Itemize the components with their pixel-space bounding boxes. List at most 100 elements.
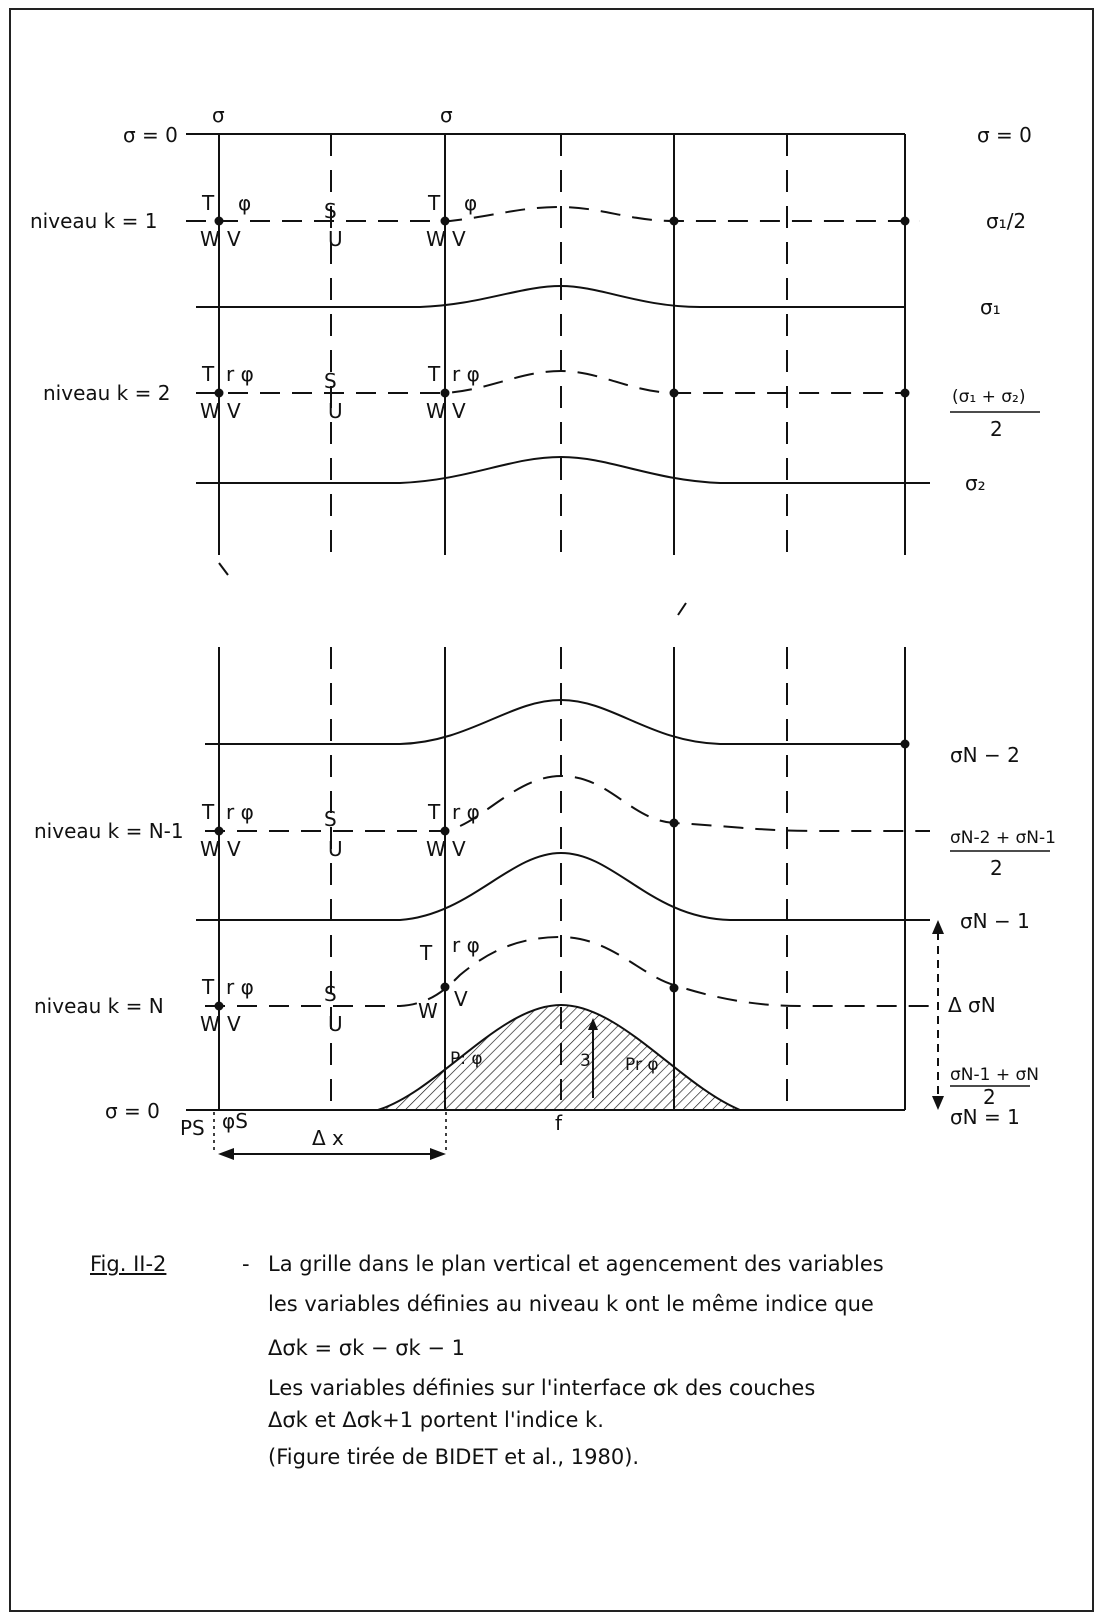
mountain-pr-label: Pr φ: [625, 1055, 659, 1075]
arrow-head: [932, 1096, 944, 1110]
fraction-denominator: 2: [990, 856, 1003, 880]
var-rphi: r φ: [452, 933, 480, 957]
level-k1-line: [186, 205, 920, 222]
mountain-p-label: P: φ: [450, 1049, 483, 1069]
grid-point: [440, 216, 450, 226]
grid-point: [669, 983, 679, 993]
var-rphi: r φ: [226, 975, 254, 999]
var-U: U: [328, 1012, 343, 1036]
caption-line-2: les variables définies au niveau k ont l…: [268, 1292, 874, 1316]
interface-sigmaN1-line: [196, 851, 930, 921]
figure-number: Fig. II-2: [90, 1252, 167, 1276]
var-W: W: [200, 837, 220, 861]
var-W: W: [200, 399, 220, 423]
var-rphi: r φ: [226, 800, 254, 824]
interface-sigmaN2-label: σN − 2: [950, 743, 1020, 767]
break-mark: [677, 602, 687, 616]
level-kN1-line: [205, 774, 930, 832]
arrow-head: [932, 920, 944, 934]
level-kN-line: [205, 935, 930, 1007]
var-T: T: [427, 800, 441, 824]
arrow-head: [430, 1148, 446, 1160]
top-left-sigma0: σ = 0: [123, 123, 178, 147]
interface-sigma1-label: σ₁: [980, 295, 1001, 319]
interface-sigmaN-label: σN = 1: [950, 1105, 1020, 1129]
var-phi: φ: [238, 191, 251, 215]
var-phi: φ: [464, 191, 477, 215]
interface-sigmaN2-line: [205, 698, 905, 745]
var-V: V: [227, 227, 241, 251]
upper-columns: [218, 134, 906, 555]
grid-point: [669, 818, 679, 828]
level-k1-label: niveau k = 1: [30, 209, 157, 233]
grid-point: [440, 982, 450, 992]
grid-point: [214, 826, 224, 836]
var-V: V: [227, 1012, 241, 1036]
var-V: V: [454, 987, 468, 1011]
break-mark: [218, 562, 229, 576]
var-W: W: [200, 227, 220, 251]
caption-line-4: Les variables définies sur l'interface σ…: [268, 1376, 816, 1400]
var-V: V: [227, 837, 241, 861]
level-k2-line: [196, 369, 905, 394]
var-T: T: [201, 975, 215, 999]
grid-point: [440, 826, 450, 836]
var-S: S: [324, 982, 337, 1006]
level-kN-label: niveau k = N: [34, 994, 164, 1018]
ps-label: PS: [180, 1116, 205, 1140]
caption-line-1: La grille dans le plan vertical et agenc…: [268, 1252, 884, 1276]
upper-grid-points: [214, 216, 910, 398]
var-V: V: [452, 399, 466, 423]
var-T: T: [427, 191, 441, 215]
caption-line-6: (Figure tirée de BIDET et al., 1980).: [268, 1445, 640, 1469]
var-T: T: [201, 191, 215, 215]
var-rphi: r φ: [452, 362, 480, 386]
grid-point: [214, 216, 224, 226]
column-sigma-label: σ: [212, 103, 225, 127]
phis-label: φS: [222, 1109, 248, 1133]
var-T: T: [201, 800, 215, 824]
column-sigma-label: σ: [440, 103, 453, 127]
level-k2-sigma-num: (σ₁ + σ₂): [952, 387, 1026, 407]
interface-sigma1-line: [196, 284, 905, 308]
bottom-fraction-num: σN-1 + σN: [950, 1065, 1039, 1085]
fraction-denominator: 2: [983, 1085, 996, 1109]
var-U: U: [328, 227, 343, 251]
grid-point: [900, 388, 910, 398]
arrow-head: [588, 1018, 598, 1030]
caption-line-5: Δσk et Δσk+1 portent l'indice k.: [268, 1408, 604, 1432]
var-U: U: [328, 399, 343, 423]
var-T: T: [201, 362, 215, 386]
arrow-head: [218, 1148, 234, 1160]
interface-sigmaN1-label: σN − 1: [960, 909, 1030, 933]
orography-mountain: [377, 1003, 741, 1111]
caption-dash: -: [242, 1252, 250, 1276]
mountain-height-label: 3: [580, 1051, 591, 1071]
caption-line-3: Δσk = σk − σk − 1: [268, 1336, 465, 1360]
var-W: W: [426, 399, 446, 423]
f-label: f: [555, 1111, 563, 1135]
fraction-denominator: 2: [990, 417, 1003, 441]
var-W: W: [426, 837, 446, 861]
level-k1-sigma: σ₁/2: [986, 209, 1026, 233]
var-rphi: r φ: [452, 800, 480, 824]
grid-point: [440, 388, 450, 398]
grid-point: [669, 216, 679, 226]
level-kN-delta-sigma: Δ σN: [948, 993, 996, 1017]
interface-sigma2-label: σ₂: [965, 471, 986, 495]
var-S: S: [324, 807, 337, 831]
var-W: W: [418, 999, 438, 1023]
lower-grid-points: [214, 739, 910, 1011]
var-W: W: [200, 1012, 220, 1036]
var-S: S: [324, 369, 337, 393]
var-rphi: r φ: [226, 362, 254, 386]
level-kN1-sigma-num: σN-2 + σN-1: [950, 828, 1056, 848]
top-right-sigma0: σ = 0: [977, 123, 1032, 147]
level-kN1-label: niveau k = N-1: [34, 819, 184, 843]
figure-frame: [9, 8, 1094, 1612]
interface-sigma2-line: [196, 455, 930, 484]
delta-x-label: Δ x: [312, 1126, 344, 1150]
var-W: W: [426, 227, 446, 251]
